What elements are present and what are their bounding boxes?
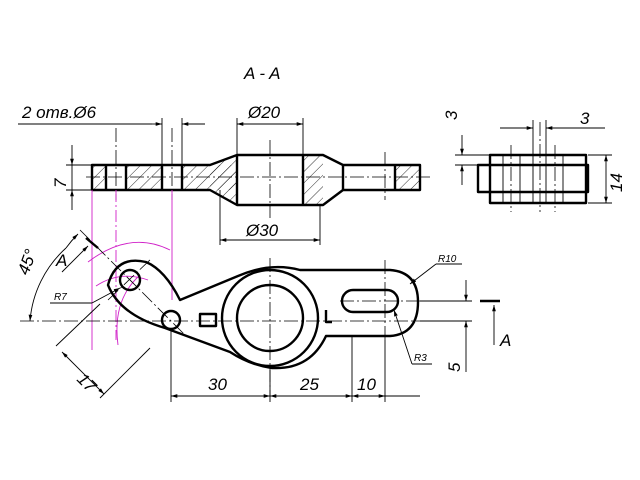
dim-holes: 2 отв.Ø6 (21, 103, 97, 122)
plan-view: A A 45° R7 R10 R3 17 30 25 1 (14, 190, 511, 402)
dim-10: 10 (357, 375, 376, 394)
dim-small-top: 3 (442, 110, 461, 120)
slot-notch (324, 310, 332, 324)
lever-outline (106, 259, 420, 370)
left-hole (118, 268, 142, 292)
dim-angle: 45° (14, 247, 41, 278)
dim-5: 5 (445, 362, 464, 372)
side-body (488, 153, 588, 205)
dim-17: 17 (73, 369, 100, 396)
dim-radius-left: R7 (54, 292, 67, 303)
dim-25: 25 (299, 375, 319, 394)
dim-hub-top: Ø20 (247, 103, 281, 122)
key-tab (198, 312, 218, 328)
middle-hole (160, 309, 182, 331)
dim-hub-bottom: Ø30 (245, 221, 279, 240)
section-title: A - A (243, 64, 281, 83)
hatch-right-end (395, 165, 420, 190)
hatch-hub-right (303, 155, 323, 205)
section-view: 2 отв.Ø6 Ø20 Ø30 7 (18, 103, 430, 245)
side-view: 3 3 14 (442, 109, 626, 212)
dim-thickness: 7 (51, 178, 70, 188)
dim-small-right: 3 (580, 109, 590, 128)
dim-small-height: 14 (607, 173, 626, 192)
dim-30: 30 (208, 375, 227, 394)
view-letter-right: A (499, 331, 511, 350)
view-letter-left: A (55, 251, 67, 270)
dim-radius-slot: R3 (414, 353, 427, 364)
dim-radius-top: R10 (438, 254, 457, 265)
